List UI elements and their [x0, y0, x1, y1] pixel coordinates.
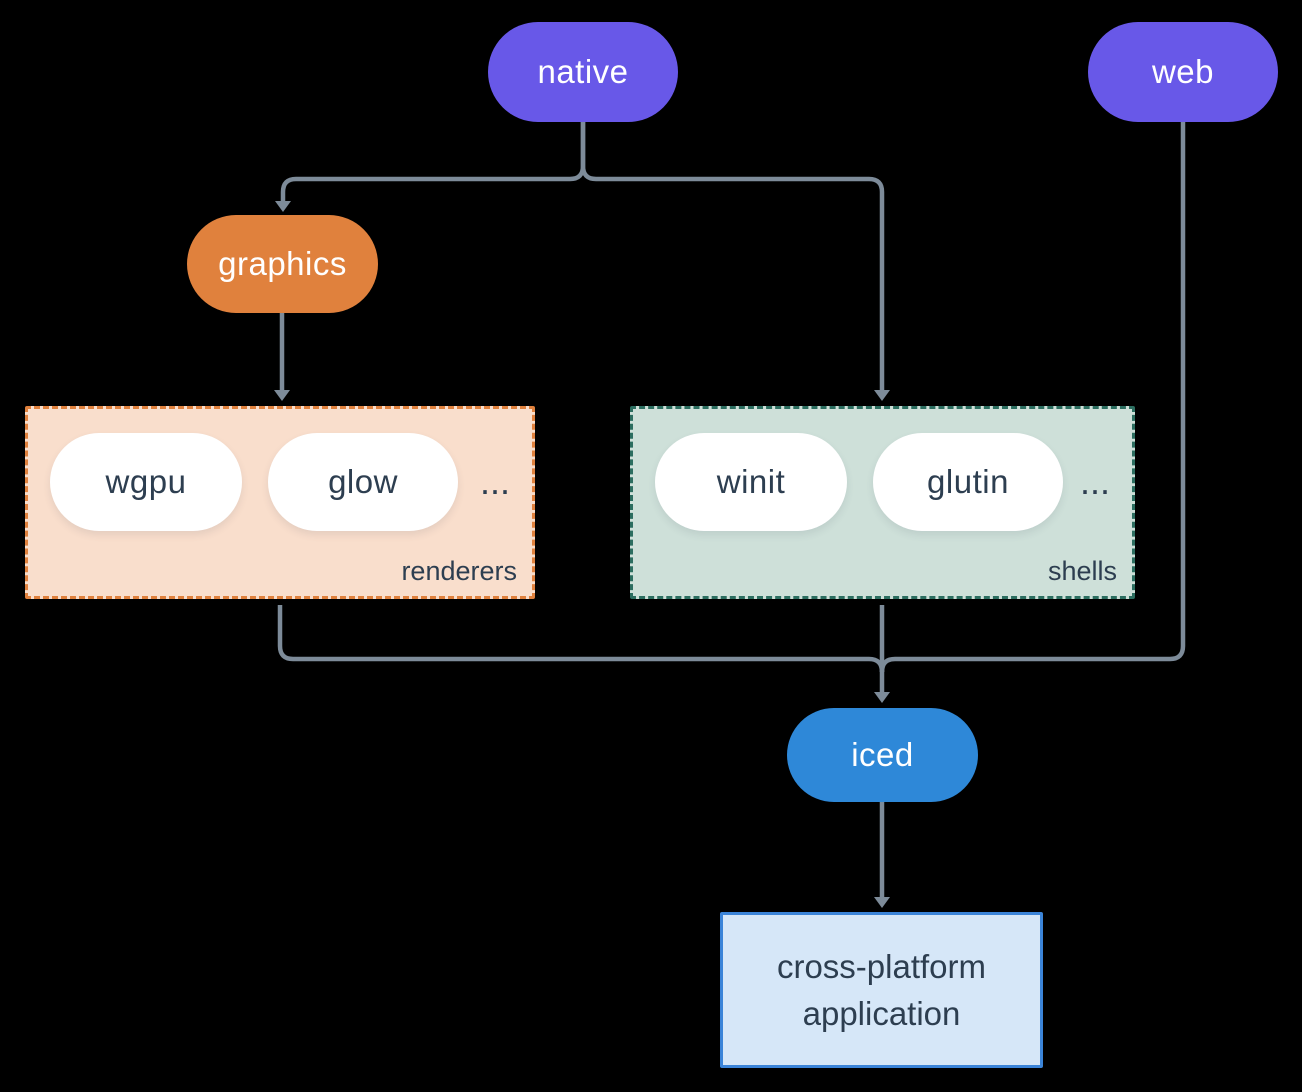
edge-renderers-iced: [277, 605, 885, 673]
node-native: native: [488, 22, 678, 122]
application-label-line2: application: [802, 995, 961, 1032]
node-web-label: web: [1151, 53, 1215, 90]
arrowhead-iced-icon: [874, 692, 890, 703]
arrowhead-application-icon: [874, 897, 890, 908]
node-wgpu: wgpu: [50, 433, 242, 531]
node-graphics: graphics: [187, 215, 378, 313]
node-glow: glow: [268, 433, 458, 531]
node-glutin: glutin: [873, 433, 1063, 531]
node-glow-label: glow: [328, 463, 398, 500]
node-winit: winit: [655, 433, 847, 531]
renderers-group-label: renderers: [401, 556, 517, 586]
group-renderers: wgpu glow ... renderers: [25, 406, 535, 599]
renderers-ellipsis: ...: [479, 461, 510, 502]
node-iced-label: iced: [851, 736, 914, 773]
edge-native-shells: [580, 122, 885, 390]
arrowhead-renderers-icon: [274, 390, 290, 401]
shells-group-label: shells: [1047, 556, 1117, 586]
node-native-label: native: [537, 53, 629, 90]
node-winit-label: winit: [716, 463, 786, 500]
arrowhead-shells-icon: [874, 390, 890, 401]
application-label-line1: cross-platform: [776, 948, 987, 985]
group-shells: winit glutin ... shells: [630, 406, 1135, 599]
node-iced: iced: [787, 708, 978, 802]
edge-native-graphics: [280, 122, 586, 201]
shells-ellipsis: ...: [1079, 461, 1110, 502]
node-web: web: [1088, 22, 1278, 122]
node-cross-platform-application: cross-platform application: [720, 912, 1043, 1068]
arrowhead-graphics-icon: [275, 201, 291, 212]
node-graphics-label: graphics: [218, 245, 347, 282]
node-wgpu-label: wgpu: [105, 463, 187, 500]
node-glutin-label: glutin: [927, 463, 1009, 500]
